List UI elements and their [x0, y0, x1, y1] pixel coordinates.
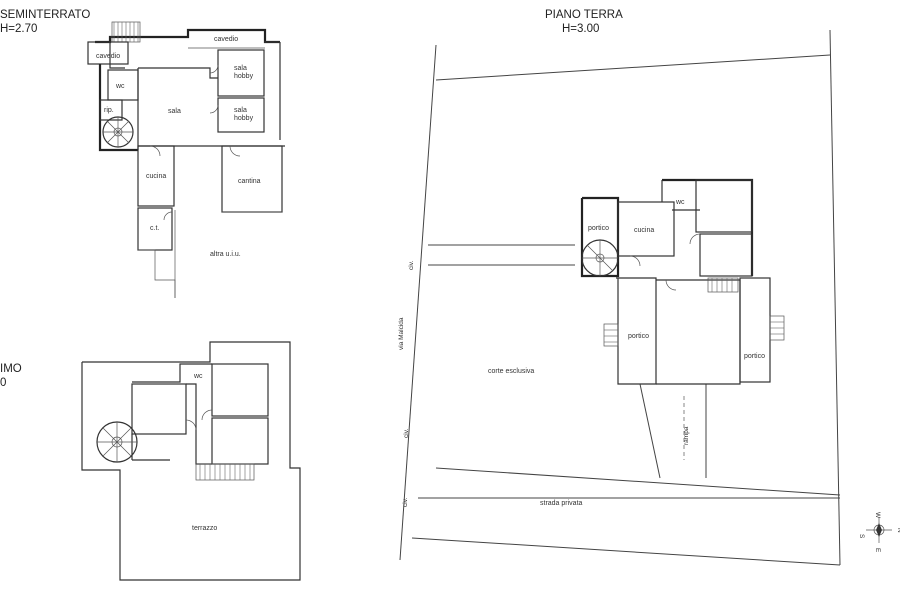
- basement-top-stair: [111, 21, 141, 43]
- ground-via-malcida: via Malcida: [398, 317, 405, 350]
- upper-wc: wc: [193, 373, 203, 380]
- primo-title: IMO: [0, 363, 22, 375]
- ground-civ-1: civ.: [408, 261, 415, 270]
- basement-rip: rip.: [104, 107, 114, 114]
- ground-wc: wc: [675, 199, 685, 206]
- ground-floor-site: portico cucina wc portico portico corte …: [398, 29, 841, 566]
- basement-spiral-stair: [102, 116, 134, 148]
- basement-wc: wc: [115, 83, 125, 90]
- ground-spiral-stair: [581, 239, 619, 277]
- basement-cavedio-top: cavedio: [214, 36, 238, 43]
- seminterrato-title: SEMINTERRATO: [0, 9, 90, 21]
- upper-spiral-stair: [96, 421, 138, 463]
- compass-east: E: [874, 548, 881, 553]
- ground-strada-privata: strada privata: [540, 500, 583, 507]
- upper-straight-stair: [195, 463, 255, 481]
- ground-portico-1: portico: [588, 225, 609, 232]
- primo-height: 0: [0, 377, 6, 389]
- ground-cucina: cucina: [634, 227, 654, 234]
- upper-floor-plan: wc terrazzo: [81, 341, 301, 581]
- basement-ct: c.t.: [150, 225, 159, 232]
- ground-portico-3: portico: [744, 353, 765, 360]
- piano-terra-height: H=3.00: [562, 23, 599, 35]
- ground-corte-esclusiva: corte esclusiva: [488, 368, 534, 375]
- basement-cantina: cantina: [238, 178, 261, 185]
- basement-altra-uiu: altra u.i.u.: [210, 251, 241, 258]
- ground-rampa: rampa: [683, 426, 690, 445]
- ground-civ-2: civ.: [403, 429, 410, 438]
- ground-civ-3: civ.: [402, 498, 409, 507]
- basement-cucina: cucina: [146, 173, 166, 180]
- piano-terra-title: PIANO TERRA: [545, 9, 623, 21]
- compass-north: N: [896, 528, 900, 533]
- compass-south: S: [858, 534, 865, 539]
- compass-west: W: [874, 512, 881, 519]
- ground-portico-2: portico: [628, 333, 649, 340]
- compass-rose-icon: N S W E: [858, 512, 900, 553]
- upper-terrazzo: terrazzo: [192, 525, 217, 532]
- basement-sala: sala: [168, 108, 181, 115]
- seminterrato-height: H=2.70: [0, 23, 37, 35]
- basement-cavedio-left: cavedio: [96, 53, 120, 60]
